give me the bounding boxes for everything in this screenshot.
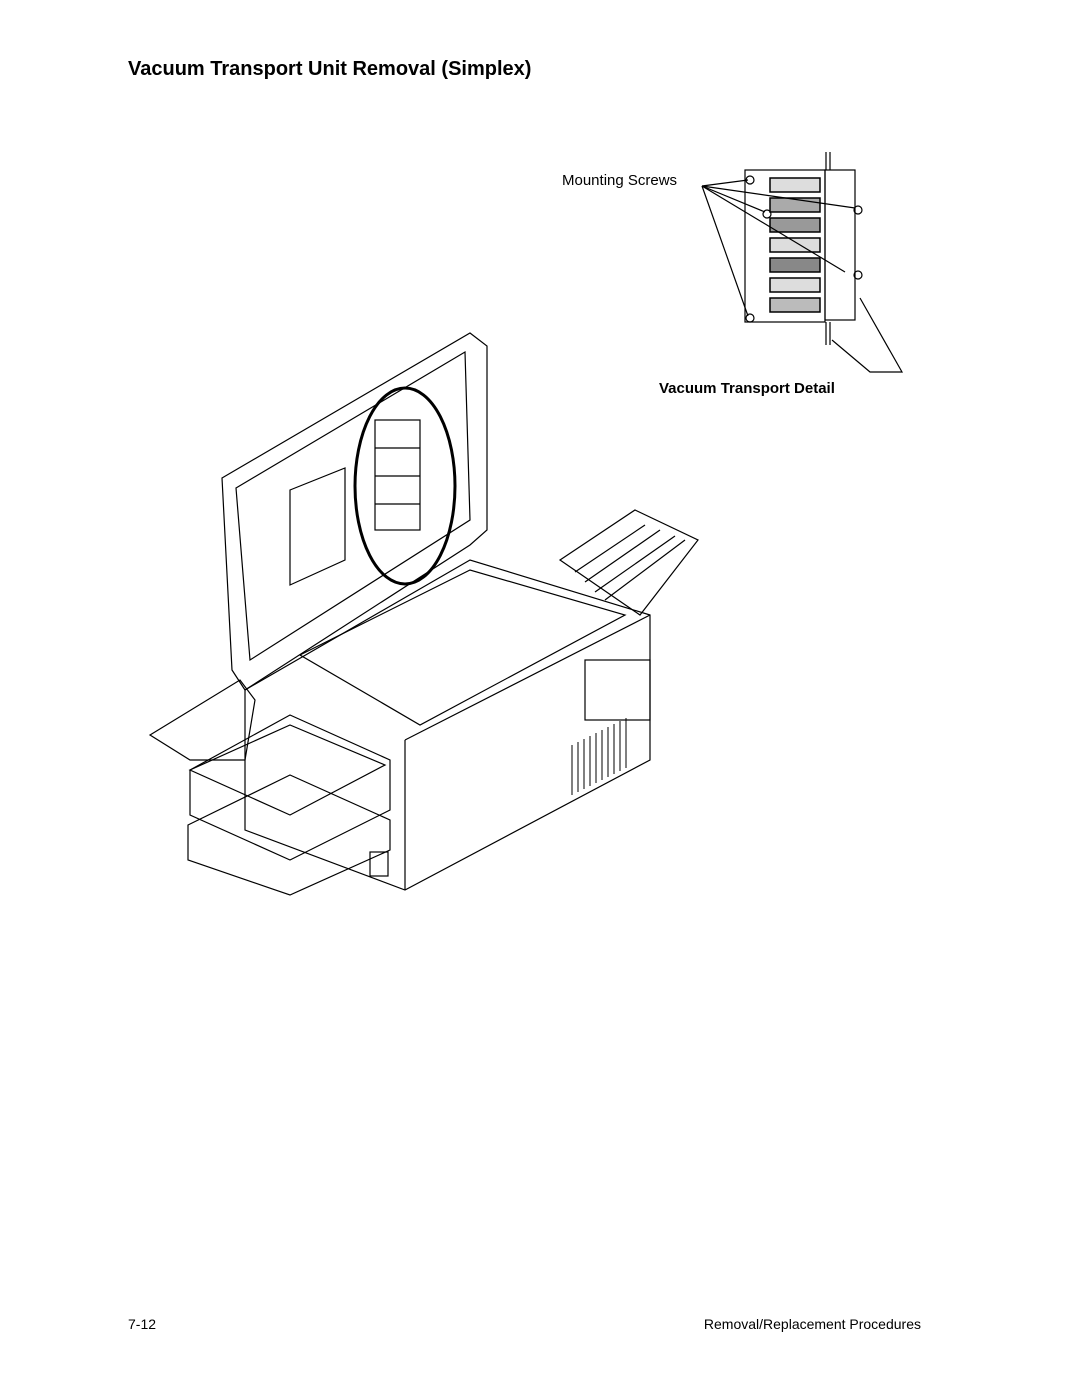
section-name: Removal/Replacement Procedures [703, 1316, 921, 1332]
mounting-screws-label: Mounting Screws [562, 172, 678, 189]
page-title: Vacuum Transport Unit Removal (Simplex) [128, 58, 532, 80]
vacuum-transport-detail [701, 152, 904, 373]
printer-body [148, 332, 699, 896]
detail-caption: Vacuum Transport Detail [659, 380, 835, 397]
page-number: 7-12 [128, 1316, 157, 1332]
